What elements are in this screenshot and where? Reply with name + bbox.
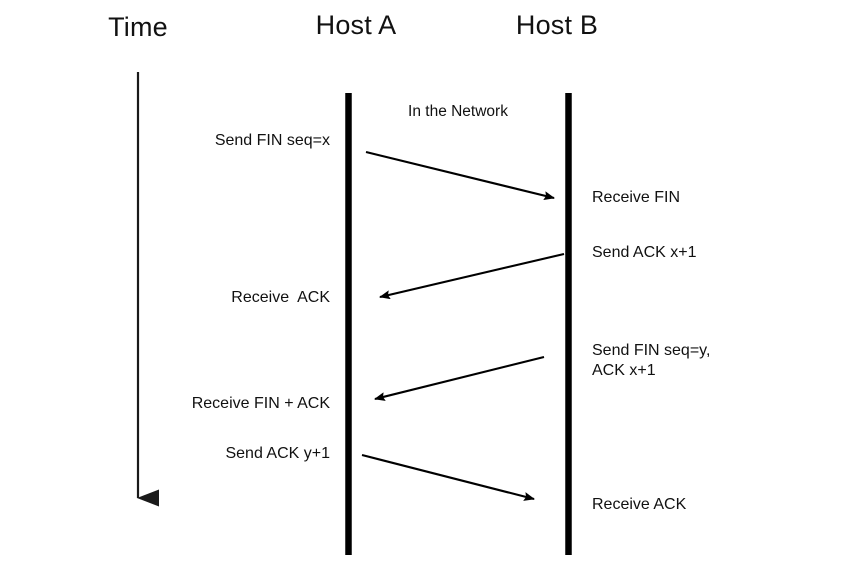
message-arrow-ack-2 [361, 453, 535, 501]
message-arrow-fin-2 [374, 355, 545, 401]
time-axis-title: Time [108, 12, 168, 42]
label-receive-ack: Receive ACK [231, 289, 330, 306]
label-send-fin-seq-y-line1: Send FIN seq=y, [592, 342, 711, 359]
label-send-ack-y-plus-1: Send ACK y+1 [225, 445, 330, 462]
host-a-title: Host A [315, 10, 397, 40]
message-arrow-ack-1 [379, 252, 565, 300]
label-receive-ack-final: Receive ACK [592, 496, 687, 513]
in-the-network-label: In the Network [408, 103, 508, 120]
label-send-ack-x-plus-1: Send ACK x+1 [592, 244, 697, 261]
message-arrow-fin-1 [365, 150, 555, 200]
label-receive-fin: Receive FIN [592, 189, 681, 206]
label-send-fin-seq-x: Send FIN seq=x [214, 132, 330, 149]
label-receive-fin-plus-ack: Receive FIN + ACK [191, 395, 330, 412]
label-send-fin-seq-y-line2: ACK x+1 [592, 362, 656, 379]
host-b-title: Host B [515, 10, 599, 40]
